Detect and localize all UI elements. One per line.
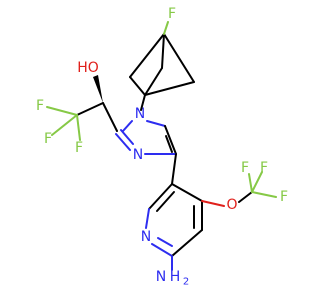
amino-nitrogen: N <box>156 269 166 285</box>
ether-oxygen-atom: O <box>226 197 237 213</box>
fluorine-atom-bicyclo: F <box>168 6 176 22</box>
imidazole-n1-atom: N <box>135 106 145 122</box>
trifluoromethoxy-group <box>201 171 277 207</box>
pyridine-n-atom: N <box>141 229 151 245</box>
fluorine-atom-c: F <box>44 131 52 147</box>
cage-n1-bond <box>140 94 146 111</box>
fluorine-atom-a: F <box>36 98 44 114</box>
amino-subscript: 2 <box>183 277 189 288</box>
imidazole-n3-atom: N <box>133 147 143 163</box>
imidazole-ring <box>115 120 177 155</box>
fluorine-atom-f: F <box>241 160 249 176</box>
amino-hydrogen: H <box>170 269 181 285</box>
imidazole-pyridine-bond <box>171 153 177 185</box>
bicyclopentane-cage <box>129 21 195 96</box>
fluorine-atom-b: F <box>75 140 83 156</box>
pyridine-ring <box>145 183 203 257</box>
molecule-structure: F HO F F F N N N N H 2 O F F F <box>36 6 288 288</box>
fluorine-atom-d: F <box>260 160 268 176</box>
fluorine-atom-e: F <box>280 189 288 205</box>
hydroxyl-label: HO <box>77 60 99 76</box>
trifluoroethanol-group <box>46 75 118 141</box>
